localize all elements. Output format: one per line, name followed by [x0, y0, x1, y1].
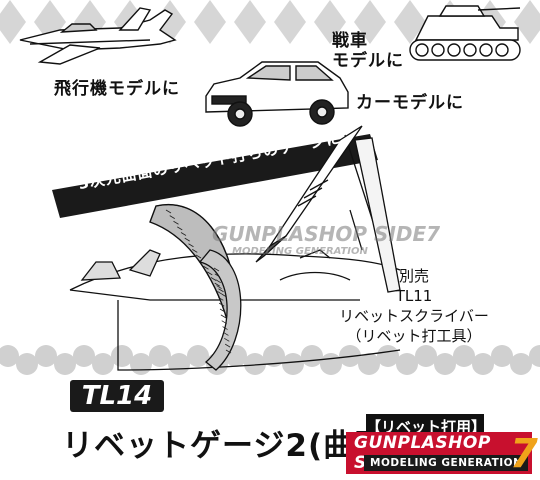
scriber-tool-drawing: [255, 125, 363, 263]
gauge-tick: [219, 308, 226, 313]
gauge-tick: [217, 291, 223, 295]
bubble-shape: [263, 345, 285, 367]
gauge-tick: [214, 282, 220, 287]
gauge-tick: [220, 314, 227, 319]
gauge-tick: [221, 320, 227, 325]
diamond-shape: [194, 0, 226, 44]
bubble-shape: [168, 353, 190, 375]
separate-sale-line2: TL11: [395, 287, 433, 305]
logo-sub-text: MODELING GENERATION: [364, 455, 529, 471]
bubble-shape: [111, 345, 133, 367]
logo-number: 7: [510, 431, 538, 477]
gauge-tick: [210, 277, 217, 281]
bubble-shape: [35, 345, 57, 367]
watermark-sub: MODELING GENERATION: [232, 246, 368, 257]
banner-ribbon: [52, 134, 378, 218]
bubble-shape: [244, 353, 266, 375]
curved-rivet-gauge: [149, 203, 242, 371]
bubble-shape: [0, 345, 19, 367]
bubble-shape: [16, 353, 38, 375]
gauge-tick: [195, 254, 202, 259]
cockpit-line-art: [69, 134, 401, 371]
bubble-shape: [472, 353, 494, 375]
bubble-shape: [130, 353, 152, 375]
bubble-shape: [529, 345, 540, 367]
product-code-badge: TL14: [70, 380, 164, 412]
bubble-shape: [187, 345, 209, 367]
gauge-tick: [180, 232, 187, 236]
gauge-tick: [218, 296, 224, 301]
car-drawing: [205, 61, 349, 127]
watermark-main: GUNPLASHOP SIDE7: [212, 222, 441, 246]
gauge-tick: [173, 220, 179, 225]
car-caption: カーモデルに: [356, 93, 464, 113]
gauge-tick: [165, 209, 172, 214]
bubble-shape: [301, 345, 323, 367]
bubble-shape: [149, 345, 171, 367]
bubble-shape: [320, 353, 342, 375]
separate-sale-line1: 別売: [398, 267, 429, 285]
tank-caption-line2: モデルに: [332, 51, 404, 71]
jet-aircraft-drawing: [19, 7, 177, 65]
gauge-tick: [169, 215, 175, 219]
diamond-shape: [0, 0, 26, 44]
diamond-shape: [354, 0, 386, 44]
bubble-shape: [54, 353, 76, 375]
tank-drawing: [409, 5, 521, 61]
gauge-tick: [224, 343, 231, 348]
gauge-tick: [214, 273, 221, 278]
diamond-shape: [514, 0, 540, 44]
diamond-shape: [234, 0, 266, 44]
bubble-shape: [453, 345, 475, 367]
bubble-shape: [491, 345, 513, 367]
diamond-shape: [314, 0, 346, 44]
aircraft-caption: 飛行機モデルに: [54, 79, 180, 99]
separate-sale-line3: リベットスクライバー: [339, 307, 489, 325]
bubble-shape: [92, 353, 114, 375]
gauge-tick: [192, 249, 198, 253]
diamond-shape: [394, 0, 426, 44]
gauge-tick: [223, 332, 229, 336]
gauge-tick: [218, 288, 224, 293]
shop-logo: GUNPLASHOP SIDE MODELING GENERATION 7: [346, 432, 538, 476]
gauge-tick: [213, 267, 220, 272]
gauge-tick: [207, 271, 213, 276]
gauge-tick: [218, 302, 225, 307]
separate-sale-line4: （リベット打工具）: [346, 327, 482, 345]
bubble-shape: [434, 353, 456, 375]
bubble-shape: [510, 353, 532, 375]
diamond-shape: [274, 0, 306, 44]
gauge-tick: [188, 243, 194, 248]
gauge-tick: [203, 265, 209, 270]
bubble-shape: [377, 345, 399, 367]
bubble-shape: [415, 345, 437, 367]
bubble-shape: [73, 345, 95, 367]
gauge-tick: [222, 326, 228, 330]
tank-caption-line1: 戦車: [332, 31, 368, 51]
bubble-pattern-bottom: [0, 345, 540, 375]
gauge-tick: [225, 349, 232, 354]
gauge-tick: [215, 279, 221, 284]
gauge-tick: [224, 337, 230, 342]
bubble-shape: [396, 353, 418, 375]
gauge-tick: [184, 237, 190, 242]
gauge-tick: [216, 285, 222, 289]
bubble-shape: [282, 353, 304, 375]
gauge-tick: [177, 226, 183, 231]
bubble-shape: [358, 353, 380, 375]
